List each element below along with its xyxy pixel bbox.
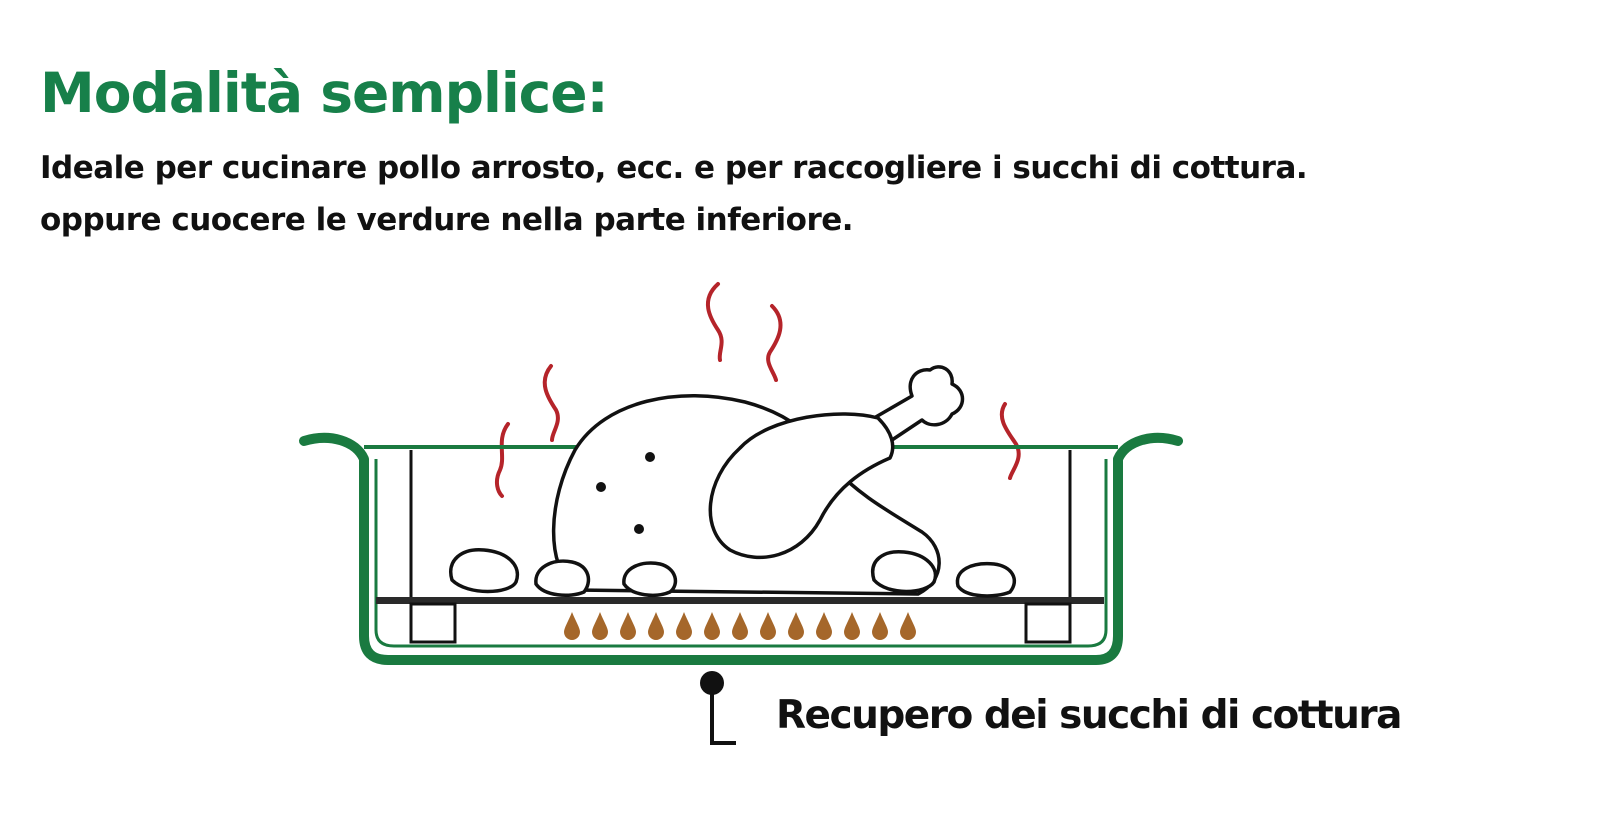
pan-body	[359, 459, 1123, 665]
juice-drop-icon	[676, 612, 692, 640]
juice-drop-icon	[872, 612, 888, 640]
page-title: Modalità semplice:	[40, 61, 609, 125]
chicken-drumstick	[708, 412, 895, 560]
chicken-bone	[872, 365, 965, 442]
vegetable-icon	[622, 561, 678, 598]
juice-drop-icon	[648, 612, 664, 640]
rack-shelf	[376, 597, 1104, 604]
steam-wisp	[999, 402, 1021, 480]
description: Ideale per cucinare pollo arrosto, ecc. …	[40, 142, 1308, 246]
juice-drop-icon	[900, 612, 916, 640]
callout-line	[710, 683, 736, 745]
chicken-dot	[645, 452, 655, 462]
vegetable-icon	[871, 550, 938, 594]
rack-foot	[1024, 602, 1072, 644]
juice-drop-icon	[620, 612, 636, 640]
pan-left-rim	[299, 432, 369, 464]
vegetable-icon	[955, 561, 1016, 598]
juice-drop-icon	[844, 612, 860, 640]
juice-drop-icon	[732, 612, 748, 640]
steam-wisp	[542, 364, 560, 442]
callout-pointer	[700, 671, 736, 745]
chicken-dot	[596, 482, 606, 492]
vegetable-icon	[534, 559, 591, 598]
pan-inner-line	[374, 459, 1108, 648]
steam-wisp	[766, 304, 783, 382]
juice-drop-icon	[816, 612, 832, 640]
chicken-dot	[634, 524, 644, 534]
pan-right-rim	[1113, 432, 1183, 464]
description-line-1: Ideale per cucinare pollo arrosto, ecc. …	[40, 150, 1308, 186]
description-line-2: oppure cuocere le verdure nella parte in…	[40, 202, 854, 238]
callout-label: Recupero dei succhi di cottura	[776, 693, 1402, 738]
juice-drop-icon	[760, 612, 776, 640]
juice-drops	[564, 612, 916, 640]
steam-wisp	[494, 422, 510, 498]
vegetable-icon	[449, 548, 520, 594]
rack-foot	[409, 602, 457, 644]
juice-drop-icon	[564, 612, 580, 640]
roast-chicken-icon	[551, 365, 965, 596]
vegetables	[449, 548, 1016, 598]
juice-drop-icon	[592, 612, 608, 640]
juice-drop-icon	[704, 612, 720, 640]
juice-drop-icon	[788, 612, 804, 640]
steam-icon	[494, 282, 1021, 498]
steam-wisp	[705, 282, 724, 362]
